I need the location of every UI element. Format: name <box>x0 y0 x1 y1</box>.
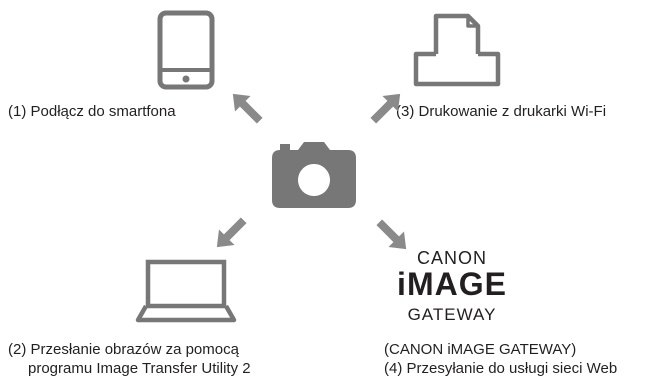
smartphone-icon <box>157 10 215 90</box>
laptop-label: (2) Przesłanie obrazów za pomocą program… <box>8 340 251 378</box>
web-service-label-line-2: (4) Przesyłanie do usługi sieci Web <box>384 360 618 377</box>
laptop-icon <box>135 259 237 323</box>
logo-image-text: iMAGE <box>397 266 507 302</box>
logo-gateway-text: GATEWAY <box>407 305 497 324</box>
arrow-to-smartphone <box>232 93 263 124</box>
printer-icon <box>413 13 501 87</box>
smartphone-label: (1) Podłącz do smartfona <box>8 103 176 120</box>
camera-icon <box>272 142 356 208</box>
logo-canon-text: CANON <box>416 248 487 268</box>
web-service-label-line-1: (CANON iMAGE GATEWAY) <box>384 341 577 358</box>
laptop-label-line-1: (2) Przesłanie obrazów za pomocą <box>8 341 239 358</box>
arrow-to-printer <box>370 93 401 124</box>
web-service-label: (CANON iMAGE GATEWAY) (4) Przesyłanie do… <box>384 340 617 378</box>
printer-label: (3) Drukowanie z drukarki Wi-Fi <box>396 103 607 120</box>
canon-image-gateway-logo: CANON iMAGE GATEWAY <box>385 248 519 328</box>
arrow-to-web-service <box>376 219 407 250</box>
arrow-to-laptop <box>216 217 247 248</box>
laptop-label-line-2: programu Image Transfer Utility 2 <box>28 360 251 377</box>
